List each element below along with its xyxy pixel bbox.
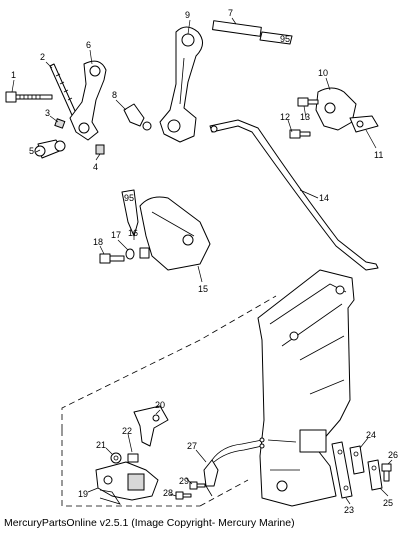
callout-23: 23 <box>344 505 354 515</box>
callout-1: 1 <box>11 70 16 80</box>
callout-10: 10 <box>318 68 328 78</box>
screw-part-26[interactable] <box>381 463 392 482</box>
bracket-part-20[interactable] <box>133 405 169 447</box>
arm-part-8[interactable] <box>123 103 152 131</box>
throttle-cam-part-19[interactable] <box>95 461 159 505</box>
callout-21: 21 <box>96 440 106 450</box>
screw-part-29[interactable] <box>189 481 206 490</box>
callout-28: 28 <box>163 488 173 498</box>
cam-arm-part-9[interactable] <box>159 26 203 143</box>
callout-5: 5 <box>29 146 34 156</box>
leader-lines <box>11 17 393 505</box>
callout-13: 13 <box>300 112 310 122</box>
connector-part-11[interactable] <box>349 115 379 133</box>
assembly-outline <box>61 295 277 507</box>
link-part-5[interactable] <box>34 139 66 159</box>
svg-text:95: 95 <box>280 34 290 44</box>
callout-9: 9 <box>185 10 190 20</box>
plate-part-23[interactable] <box>331 441 353 499</box>
callout-2: 2 <box>40 52 45 62</box>
nut-part-3[interactable] <box>54 118 66 129</box>
tube-part-7[interactable]: 95 <box>212 20 293 45</box>
svg-text:95: 95 <box>124 193 134 203</box>
shift-bracket-part-10[interactable] <box>315 87 357 131</box>
callout-27: 27 <box>187 441 197 451</box>
callout-25: 25 <box>383 498 393 508</box>
plate-part-25[interactable] <box>367 459 383 491</box>
plate-part-24[interactable] <box>349 445 365 475</box>
callout-11: 11 <box>374 150 383 160</box>
copyright-caption: MercuryPartsOnline v2.5.1 (Image Copyrig… <box>4 517 295 529</box>
callout-7: 7 <box>228 8 233 18</box>
screw-part-18[interactable] <box>99 253 125 264</box>
guide-plate-part-15[interactable] <box>139 196 211 271</box>
bushing-part-4[interactable] <box>95 144 105 155</box>
callout-26: 26 <box>388 450 398 460</box>
callout-29: 29 <box>179 476 189 486</box>
bolt-part-1[interactable] <box>5 91 53 103</box>
callout-12: 12 <box>280 112 290 122</box>
link-rod-part-14[interactable] <box>209 119 379 271</box>
callout-3: 3 <box>45 108 50 118</box>
screw-part-13[interactable] <box>297 97 319 107</box>
callout-6: 6 <box>86 40 91 50</box>
callout-17: 17 <box>111 230 121 240</box>
bushing-part-22[interactable] <box>127 453 139 463</box>
callout-20: 20 <box>155 400 165 410</box>
callout-15: 15 <box>198 284 208 294</box>
callout-19: 19 <box>78 489 88 499</box>
callout-22: 22 <box>122 426 132 436</box>
callout-labels: 1 2 3 4 5 6 7 8 9 10 11 12 13 14 15 16 1… <box>11 8 398 515</box>
washer-part-17[interactable] <box>125 248 135 260</box>
bushing-part-16b <box>139 247 150 259</box>
washer-part-21[interactable] <box>110 452 122 464</box>
tube-part-16[interactable]: 95 <box>121 189 139 237</box>
throttle-arm-part-6[interactable] <box>69 60 107 141</box>
wire-harness-part-27[interactable] <box>203 437 265 497</box>
callout-24: 24 <box>366 430 376 440</box>
callout-4: 4 <box>93 162 98 172</box>
callout-14: 14 <box>319 193 329 203</box>
callout-8: 8 <box>112 90 117 100</box>
callout-18: 18 <box>93 237 103 247</box>
screw-part-28[interactable] <box>175 491 192 500</box>
callout-16: 16 <box>128 228 138 238</box>
mounting-bracket[interactable] <box>257 269 355 507</box>
screw-part-12[interactable] <box>289 129 311 139</box>
